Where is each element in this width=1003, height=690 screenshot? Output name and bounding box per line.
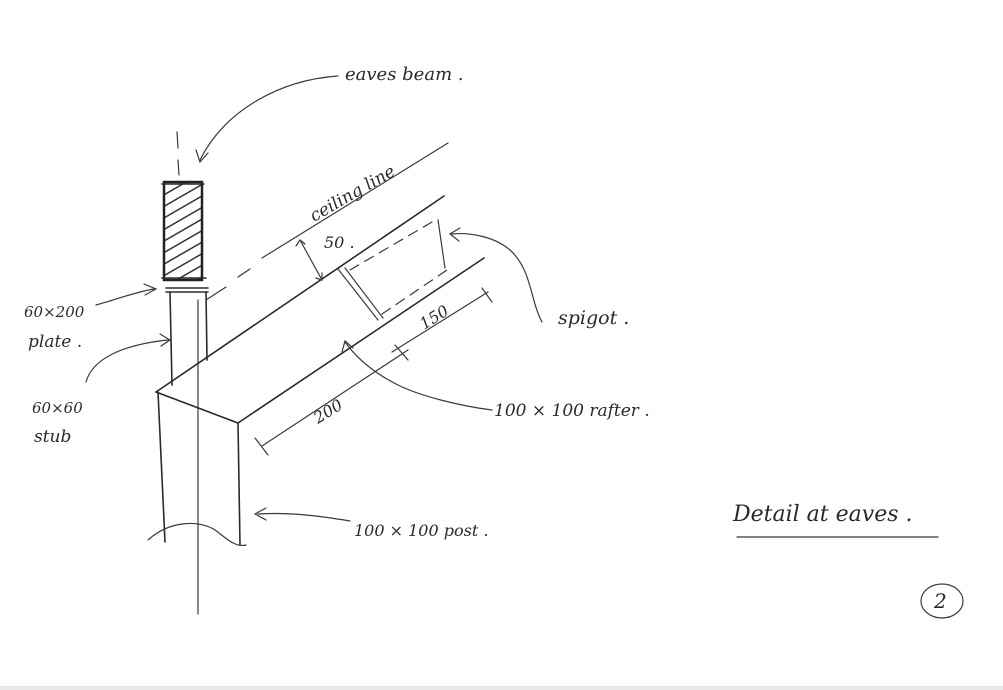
leader-spigot [448,227,543,323]
leader-rafter [341,339,493,411]
label-dimension-50: 50 . [324,233,355,252]
leader-post [253,507,351,522]
label-post: 100 × 100 post . [354,521,488,540]
dimension-200 [254,349,409,456]
sheet-number-circle [920,583,964,619]
dimension-50 [295,239,323,281]
label-plate: plate . [28,332,82,352]
leader-plate [95,283,158,306]
label-ceiling-line: ceiling line [307,162,399,227]
label-dimension-200: 200 [309,395,346,428]
page-bottom-edge [0,686,1003,690]
stub-and-plate [165,287,209,386]
spigot [337,219,451,321]
label-spigot: spigot . [558,307,629,329]
sheet-number: 2 [933,589,947,613]
post-centre-line [176,131,199,615]
label-eaves-beam: eaves beam . [345,64,464,85]
label-stub: stub [34,427,71,447]
dimension-150 [391,287,493,361]
leader-eaves-beam [195,75,339,164]
ceiling-line [205,142,449,301]
label-dimension-150: 150 [416,301,452,333]
drawing-title: Detail at eaves . [732,502,913,527]
eaves-beam [161,180,207,282]
label-rafter: 100 × 100 rafter . [494,401,650,421]
leader-stub [85,333,172,383]
rafter-and-post [147,195,485,547]
label-plate-size: 60×200 [24,303,85,321]
label-stub-size: 60×60 [32,399,83,417]
